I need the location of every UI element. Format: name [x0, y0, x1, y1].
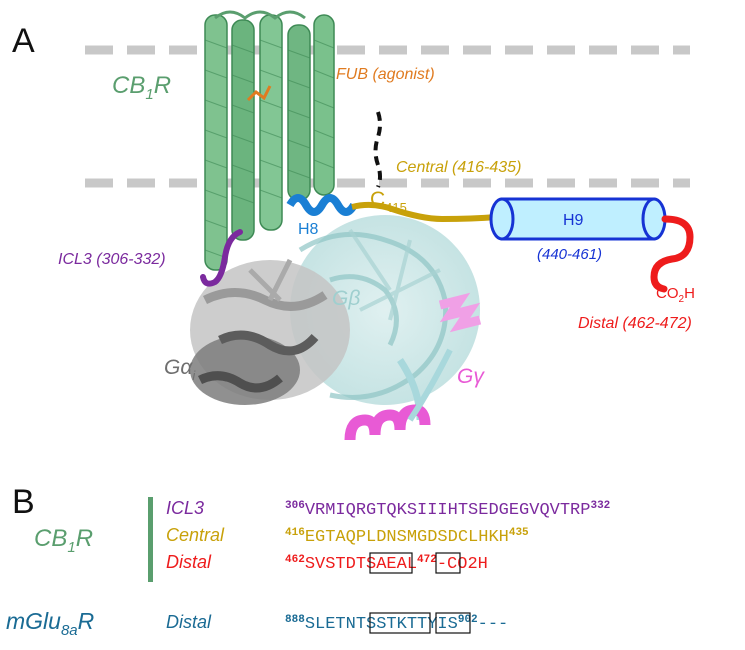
central-sequence: 416EGTAQPLDNSMGDSDCLHKH435 [285, 527, 529, 547]
h9-range-label: (440-461) [537, 246, 602, 263]
icl3-label-a: ICL3 (306-332) [58, 251, 166, 268]
central-disordered-dash [373, 111, 382, 188]
central-label: Central (416-435) [396, 159, 521, 176]
mglu-distal-label: Distal [166, 612, 212, 632]
g-gamma-structure [344, 292, 482, 441]
cys415-label: C415 [370, 188, 407, 215]
panel-a-letter: A [12, 22, 35, 60]
cb1r-label-b: CB1R [34, 525, 93, 556]
distal-motif-box-1 [369, 552, 413, 574]
icl3-sequence: 306VRMIQRGTQKSIIIHTSEDGEGVQVTRP332 [285, 500, 610, 520]
g-alpha-label: Gαi [164, 356, 196, 383]
icl3-label-b: ICL3 [166, 498, 204, 518]
mglu-motif-box-2 [435, 612, 471, 634]
h8-label: H8 [298, 221, 319, 238]
co2h-label: CO2H [656, 285, 695, 305]
distal-motif-box-2 [435, 552, 461, 574]
central-label-b: Central [166, 525, 225, 545]
distal-tail [650, 215, 694, 293]
cb1r-bracket-bar [148, 497, 153, 582]
distal-label-a: Distal (462-472) [578, 315, 692, 332]
h9-cylinder [489, 197, 667, 241]
central-linker [351, 201, 498, 223]
fub-agonist-ligand [246, 85, 272, 102]
mglu-sequence: 888SLETNTSSTKTTYIS902--- [285, 614, 508, 634]
mglu-motif-box-1 [369, 612, 431, 634]
distal-sequence: 462SVSTDTSAEAL472-CO2H [285, 554, 488, 574]
g-alpha-structure [190, 258, 350, 405]
cb1r-structure [204, 10, 335, 271]
icl3-segment [200, 229, 243, 287]
g-gamma-label: Gγ [457, 365, 485, 388]
distal-label-b: Distal [166, 552, 212, 572]
h9-label: H9 [563, 212, 584, 229]
fub-agonist-label: FUB (agonist) [336, 66, 435, 83]
cb1r-label-a: CB1R [112, 72, 171, 103]
g-beta-label: Gβ [332, 287, 360, 310]
h8-helix [286, 194, 358, 216]
panel-b-letter: B [12, 483, 35, 521]
mglu8ar-label: mGlu8aR [6, 608, 94, 639]
